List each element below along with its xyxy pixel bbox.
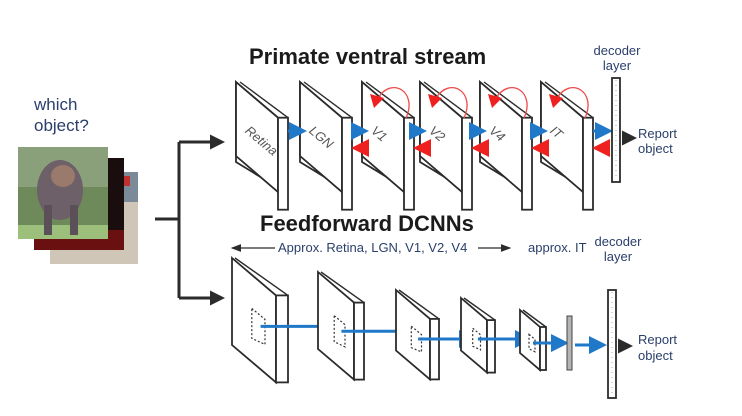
recurrent-arrowhead	[428, 94, 442, 108]
receptive-field	[410, 324, 423, 353]
dcnn-it-label: approx. IT	[528, 240, 587, 255]
input-image-stack	[18, 147, 138, 264]
primate-layer-it: IT	[540, 80, 594, 211]
receptive-field	[472, 326, 482, 351]
primate-output-label-1: Report	[638, 126, 677, 141]
primate-layer-v1: V1	[361, 80, 415, 211]
dcnn-conv-layer-4	[460, 296, 496, 375]
primate-layer-lgn: LGN	[299, 80, 353, 211]
recurrent-arrow	[556, 87, 589, 119]
recurrent-arrow	[495, 87, 528, 119]
primate-layer-v2: V2	[419, 80, 473, 211]
dcnn-conv-layer-3	[395, 288, 440, 382]
recurrent-arrowhead	[549, 94, 563, 108]
dcnn-title: Feedforward DCNNs	[260, 211, 474, 236]
primate-layer-retina: Retina	[235, 80, 289, 211]
primate-decoder-label-1: decoder	[594, 43, 642, 58]
recurrent-arrowhead	[370, 94, 384, 108]
dcnn-layers	[231, 256, 569, 385]
primate-decoder-layer	[611, 77, 621, 183]
dcnn-conv-layer-5	[519, 308, 547, 372]
dcnn-output-label-1: Report	[638, 332, 677, 347]
prompt-line-2: object?	[34, 116, 89, 135]
branch-connector	[155, 134, 225, 306]
dcnn-conv-layer-2	[317, 270, 365, 382]
receptive-field	[528, 333, 536, 353]
receptive-field	[333, 314, 346, 348]
dcnn-span-label: Approx. Retina, LGN, V1, V2, V4	[278, 240, 467, 255]
primate-title: Primate ventral stream	[249, 44, 486, 69]
primate-output-label-2: object	[638, 141, 673, 156]
recurrent-arrow	[435, 87, 468, 119]
primate-decoder-label-2: layer	[603, 58, 632, 73]
recurrent-arrow	[377, 87, 410, 119]
prompt-line-1: which	[33, 95, 77, 114]
dcnn-conv-layer-1	[231, 256, 289, 385]
dcnn-decoder-label-2: layer	[604, 249, 633, 264]
recurrent-arrowhead	[488, 94, 502, 108]
dcnn-it-layer	[566, 315, 573, 371]
primate-layer-v4: V4	[479, 80, 533, 211]
dcnn-decoder-layer	[607, 289, 617, 399]
dcnn-decoder-label-1: decoder	[595, 234, 643, 249]
dcnn-output-label-2: object	[638, 348, 673, 363]
